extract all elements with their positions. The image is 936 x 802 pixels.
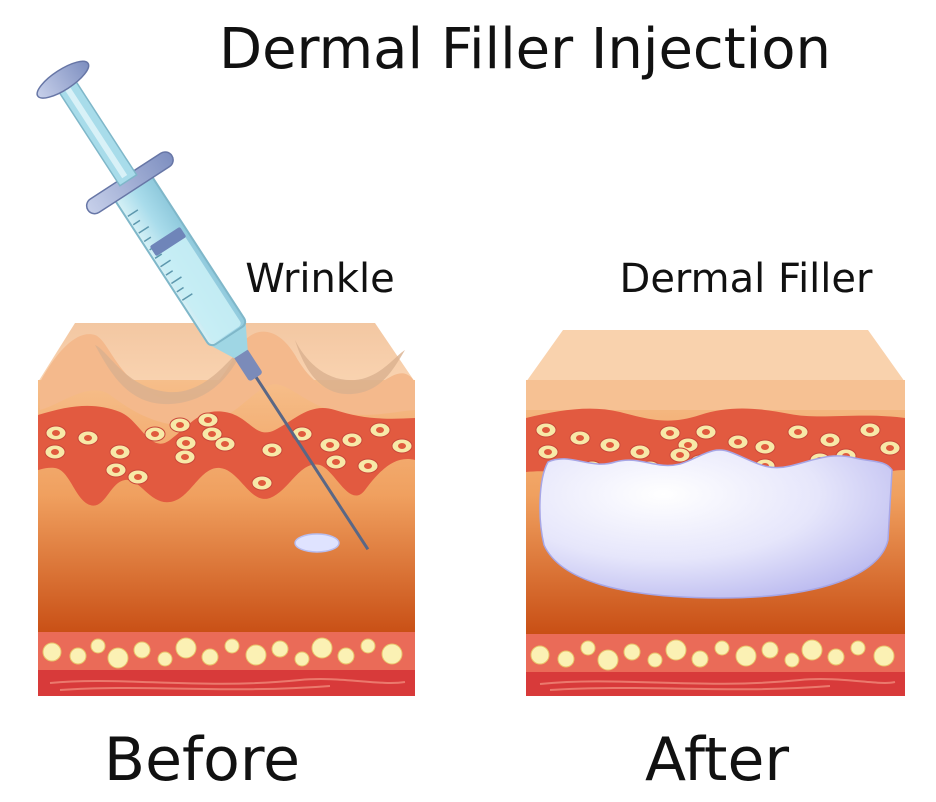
before-skin-cell [325, 454, 347, 470]
before-fat-cell [90, 638, 106, 654]
before-wrinkle-shadow [95, 345, 245, 405]
syringe-tip [212, 324, 248, 359]
after-skin-cell [629, 444, 651, 460]
after-fat-cell [714, 640, 730, 656]
before-skin-cell [127, 469, 149, 485]
after-fat-cell [623, 643, 641, 661]
after-fat-cell [647, 652, 663, 668]
after-fat-cell [597, 649, 619, 671]
after-fat-cell [580, 640, 596, 656]
before-fat-cell [157, 651, 173, 667]
before-cell-group [44, 412, 413, 491]
before-fat-cell [360, 638, 376, 654]
after-skin-cell [695, 424, 717, 440]
after-skin-cell [787, 424, 809, 440]
before-fat-cell [271, 640, 289, 658]
before-fat-cell [175, 637, 197, 659]
syringe-thumb-press [36, 60, 90, 99]
before-skin-cell [201, 426, 223, 442]
before-skin-cell [369, 422, 391, 438]
before-skin-cell [105, 462, 127, 478]
syringe-liquid [156, 235, 241, 342]
before-skin-block [38, 323, 415, 696]
after-muscle-fibers [539, 678, 896, 691]
before-fat-cell [201, 648, 219, 666]
before-skin-cell [319, 437, 341, 453]
before-muscle-fibers [49, 678, 406, 691]
dermal-filler-blob [539, 449, 893, 599]
before-fat-cell [381, 643, 403, 665]
before-wrinkle-shadow-2 [295, 340, 405, 395]
syringe-stopper [150, 227, 186, 256]
after-skin-surface [526, 330, 905, 382]
after-fat-cell [530, 645, 550, 665]
after-skin-cell [535, 422, 557, 438]
before-fat-cell [133, 641, 151, 659]
before-skin-cell [109, 444, 131, 460]
after-skin-cell [669, 447, 691, 463]
before-skin-cell [77, 430, 99, 446]
after-fat-cell [827, 648, 845, 666]
after-fat-cell [665, 639, 687, 661]
before-fat-cell [42, 642, 62, 662]
before-fat-cell [245, 644, 267, 666]
syringe-hub [234, 349, 262, 381]
before-wrinkle-folds [40, 331, 415, 426]
after-fat-layer [526, 634, 905, 674]
before-fat-cell [224, 638, 240, 654]
before-fat-cell [337, 647, 355, 665]
after-fat-cell [873, 645, 895, 667]
before-skin-cell [391, 438, 413, 454]
before-skin-cell [214, 436, 236, 452]
after-skin-cell [569, 430, 591, 446]
before-fat-cell [294, 651, 310, 667]
syringe [36, 60, 370, 551]
before-skin-cell [261, 442, 283, 458]
after-fat-cell [691, 650, 709, 668]
before-fat-cell [107, 647, 129, 669]
before-skin-cell [197, 412, 219, 428]
after-skin-cell [659, 425, 681, 441]
wrinkle-label: Wrinkle [245, 256, 395, 302]
after-skin-cell [537, 444, 559, 460]
before-skin-cell [357, 458, 379, 474]
after-epidermis [526, 380, 905, 410]
before-skin-cell [175, 435, 197, 451]
after-fat-cell [801, 639, 823, 661]
after-fat-cell [761, 641, 779, 659]
after-fat-cell [784, 652, 800, 668]
before-fat-cell [69, 647, 87, 665]
before-skin-cell [341, 432, 363, 448]
after-skin-cell [879, 440, 901, 456]
syringe-needle [252, 372, 370, 551]
after-skin-cell [859, 422, 881, 438]
after-skin-cell [754, 439, 776, 455]
before-skin-cell [44, 444, 66, 460]
after-skin-block [526, 330, 905, 696]
before-skin-cell [174, 449, 196, 465]
before-label: Before [104, 725, 300, 795]
after-skin-cell [599, 437, 621, 453]
after-skin-cell [727, 434, 749, 450]
after-fat-cell [557, 650, 575, 668]
before-fat-cell [311, 637, 333, 659]
syringe-plunger-rod-shade [64, 86, 128, 179]
after-skin-cell [819, 432, 841, 448]
before-fat-cells [42, 637, 403, 669]
after-fat-cell [735, 645, 757, 667]
after-fat-cell [850, 640, 866, 656]
before-skin-cell [169, 417, 191, 433]
page-title: Dermal Filler Injection [219, 17, 831, 82]
injection-droplet [294, 533, 340, 553]
after-fat-cells [530, 639, 895, 671]
before-skin-cell [251, 475, 273, 491]
before-skin-cell [45, 425, 67, 441]
dermal-filler-label: Dermal Filler [620, 256, 874, 302]
before-skin-cell [144, 426, 166, 442]
after-label: After [645, 725, 789, 795]
